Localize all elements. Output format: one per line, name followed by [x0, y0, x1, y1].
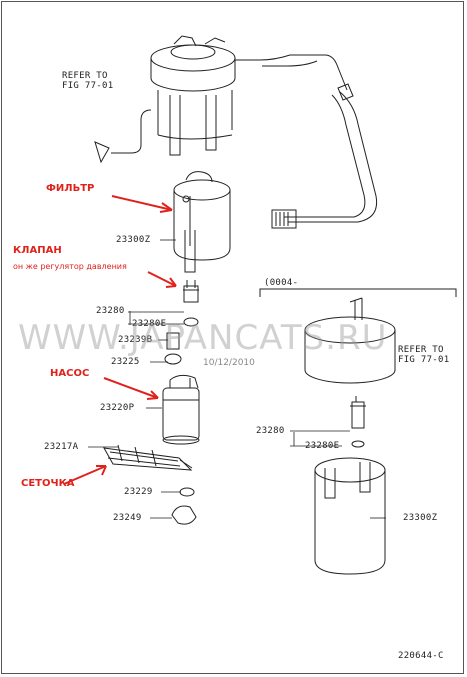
pressure-regulator — [164, 280, 199, 365]
top-refer-to: REFER TO — [62, 71, 108, 81]
variant-bracket — [259, 288, 457, 297]
watermark: WWW.JAPANCATS.RU — [18, 318, 388, 358]
part-23249: 23249 — [113, 513, 142, 523]
part-23300z-left: 23300Z — [116, 235, 151, 245]
right-refer-to: REFER TO — [398, 345, 444, 355]
label-valve-note: он же регулятор давления — [13, 262, 127, 271]
top-refer-fig: FIG 77-01 — [62, 81, 114, 91]
part-23225: 23225 — [111, 357, 140, 367]
fuel-pump — [162, 374, 200, 445]
variant-date: (0004- — [264, 278, 299, 288]
part-23217a: 23217A — [44, 442, 79, 452]
part-23280e-right: 23280E — [305, 441, 340, 451]
figure-code: 220644-C — [398, 651, 444, 661]
red-arrows — [63, 195, 177, 485]
label-valve: КЛАПАН — [13, 245, 62, 256]
part-23229: 23229 — [124, 487, 153, 497]
part-23280-right: 23280 — [256, 426, 285, 436]
part-23300z-right: 23300Z — [403, 513, 438, 523]
part-23239b: 23239B — [118, 335, 153, 345]
label-strainer: СЕТОЧКА — [21, 478, 75, 489]
part-23280-left: 23280 — [96, 306, 125, 316]
leader-lines — [88, 239, 386, 519]
right-module-assembly — [304, 297, 396, 575]
label-filter: ФИЛЬТР — [46, 183, 95, 194]
part-23220p: 23220P — [100, 403, 135, 413]
fuel-strainer — [103, 444, 197, 525]
label-pump: НАСОС — [50, 368, 90, 379]
right-refer-fig: FIG 77-01 — [398, 355, 450, 365]
top-module-assembly — [94, 35, 378, 229]
part-23280e-left: 23280E — [132, 319, 167, 329]
fuel-filter — [173, 171, 231, 273]
stamp-date: 10/12/2010 — [203, 358, 255, 368]
